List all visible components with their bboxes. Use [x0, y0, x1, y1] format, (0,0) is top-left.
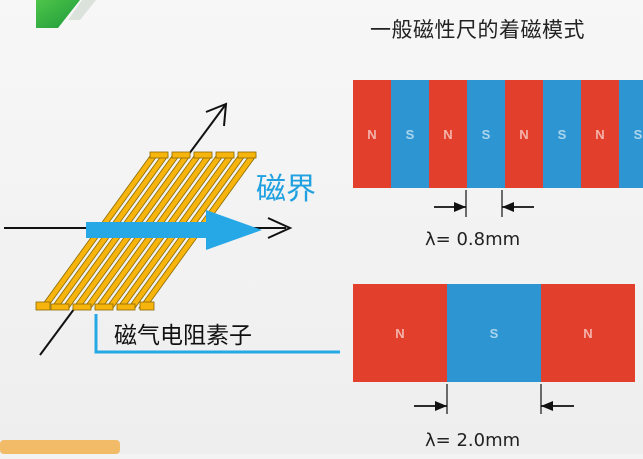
- pole-block-north: [541, 284, 635, 382]
- pole-label: N: [595, 127, 604, 142]
- element-terminal-right: [139, 301, 155, 311]
- pole-stripe-south: [467, 80, 505, 188]
- pole-stripe-south: [391, 80, 429, 188]
- pole-label: N: [583, 326, 592, 341]
- horizontal-axis-arrowhead: [267, 217, 293, 239]
- pole-label: N: [519, 127, 528, 142]
- pole-label: S: [482, 127, 491, 142]
- pole-stripe-north: [581, 80, 619, 188]
- magnetic-field-arrow: [86, 210, 262, 250]
- element-bottom-connector: [94, 303, 114, 311]
- wavelength-marker-coarse: [414, 384, 574, 414]
- corner-orange-bar: [0, 440, 120, 454]
- pole-label: S: [490, 326, 499, 341]
- pole-label: N: [443, 127, 452, 142]
- magnetoresistive-element-label: 磁气电阻素子: [114, 323, 252, 349]
- pole-label: S: [558, 127, 567, 142]
- magnetization-pattern-title: 一般磁性尺的着磁模式: [370, 18, 585, 42]
- pole-block-north: [353, 284, 447, 382]
- pole-stripe-north: [505, 80, 543, 188]
- element-top-connector: [237, 151, 257, 159]
- wavelength-label-fine: λ= 0.8mm: [425, 229, 521, 250]
- element-top-connector: [215, 151, 235, 159]
- element-terminal-left: [35, 301, 51, 311]
- element-label-bracket: [94, 314, 340, 354]
- pole-label: S: [406, 127, 415, 142]
- pole-label: N: [395, 326, 404, 341]
- element-top-connector: [193, 151, 213, 159]
- diagonal-axis-arrowhead: [205, 102, 228, 127]
- corner-logo-mark: [36, 0, 80, 28]
- element-bottom-connector: [116, 303, 136, 311]
- pole-block-south: [447, 284, 541, 382]
- pole-stripe-north: [353, 80, 391, 188]
- pole-stripe-north: [429, 80, 467, 188]
- pole-stripe-south: [543, 80, 581, 188]
- element-top-connector: [149, 151, 169, 159]
- element-bottom-connector: [50, 303, 70, 311]
- corner-logo-shadow: [68, 0, 96, 20]
- magnetic-field-label: 磁界: [256, 172, 316, 207]
- wavelength-label-coarse: λ= 2.0mm: [425, 430, 521, 451]
- pole-stripe-south: [619, 80, 643, 188]
- pole-label: N: [367, 127, 376, 142]
- element-bottom-connector: [72, 303, 92, 311]
- element-top-connector: [171, 151, 191, 159]
- pole-label: S: [634, 127, 643, 142]
- wavelength-marker-fine: [434, 190, 534, 217]
